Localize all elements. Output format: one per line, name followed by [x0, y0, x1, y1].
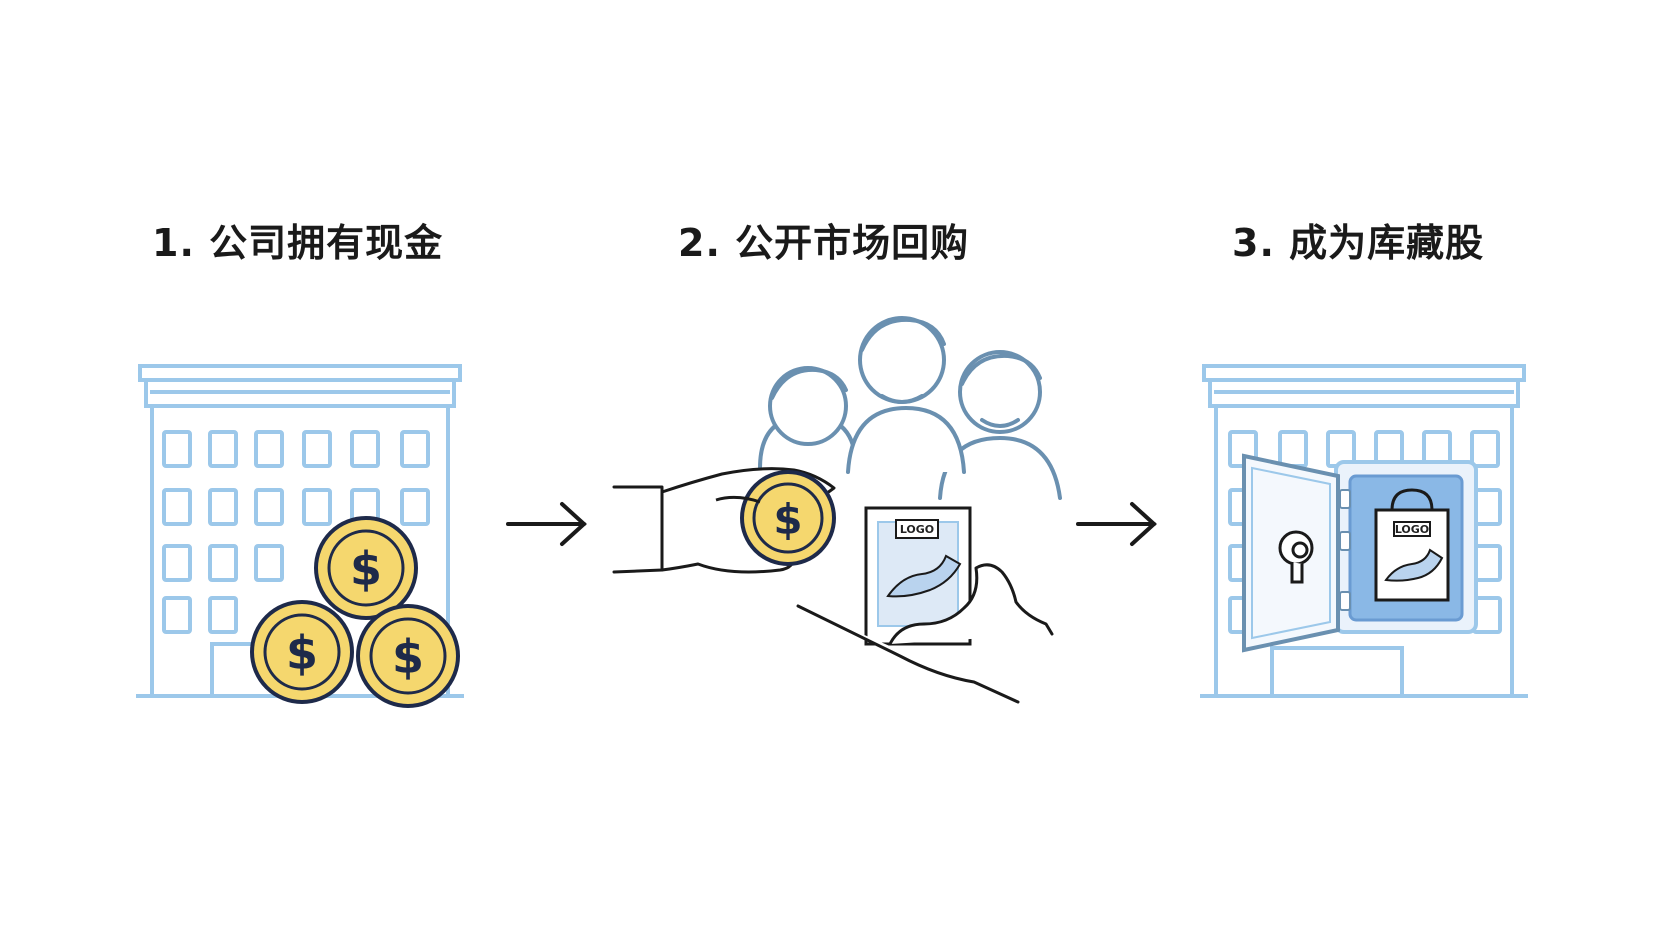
arrow-right-icon: [506, 502, 587, 546]
building-icon: [136, 364, 464, 698]
coin: $: [250, 600, 354, 704]
coin-symbol: $: [392, 630, 424, 684]
keyhole-icon: [1278, 530, 1314, 584]
coin-symbol: $: [286, 626, 318, 680]
logo-label: LOGO: [1395, 523, 1429, 536]
coin: $: [356, 604, 460, 708]
step-2-title: 2. 公开市场回购: [678, 221, 970, 265]
thumb-line: [715, 495, 761, 504]
safe-icon: LOGO: [1242, 453, 1478, 653]
receiving-hand-icon: [796, 563, 1054, 704]
logo-label: LOGO: [900, 523, 934, 536]
step-3-title: 3. 成为库藏股: [1232, 221, 1485, 265]
coin-symbol: $: [773, 495, 802, 544]
building-icon: [1200, 364, 1528, 698]
coin-symbol: $: [350, 542, 382, 596]
shopping-bag-icon: LOGO: [1374, 488, 1450, 602]
coin: $: [740, 470, 836, 566]
step-1-title: 1. 公司拥有现金: [152, 221, 444, 265]
arrow-right-icon: [1076, 502, 1157, 546]
coins-icon: $ $ $: [250, 516, 460, 708]
people-icon: [758, 316, 1062, 500]
coin: $: [314, 516, 418, 620]
